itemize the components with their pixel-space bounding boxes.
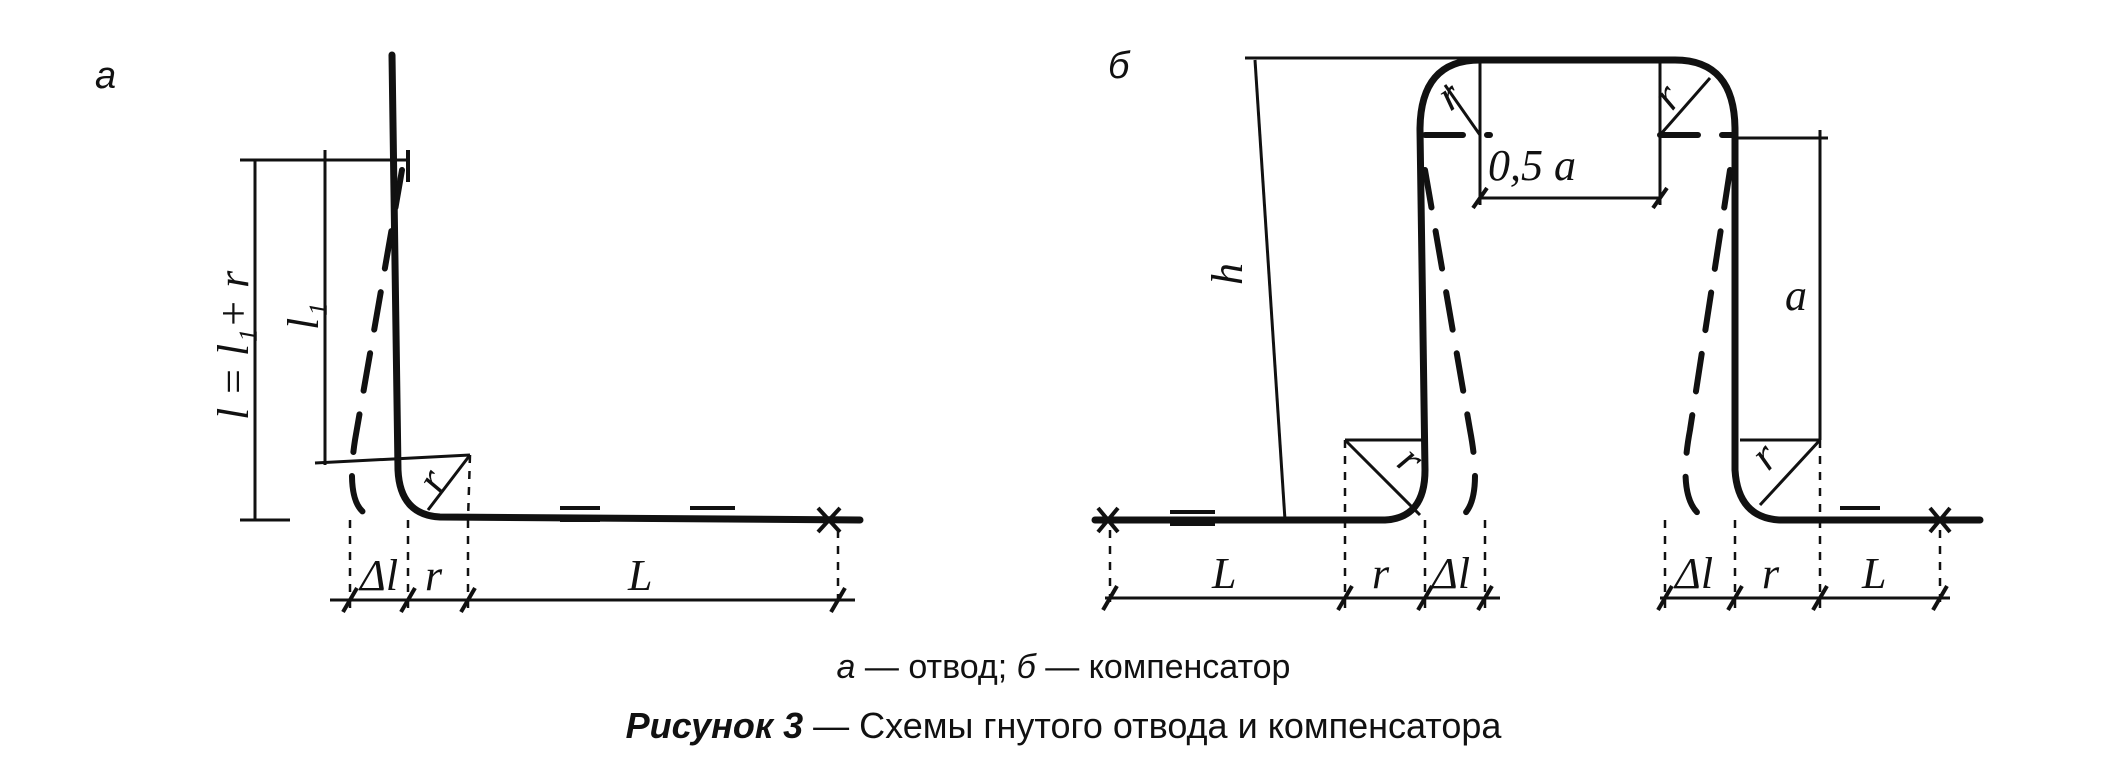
dim-tick	[1416, 584, 1434, 612]
panel-b-letter: б	[1108, 45, 1131, 87]
label-L: L	[627, 551, 652, 600]
label-half-a: 0,5 a	[1488, 141, 1576, 190]
dim-tick	[1656, 584, 1674, 612]
dim-tick	[459, 586, 477, 614]
dim-tick	[829, 586, 847, 614]
label-l1: l₁	[279, 302, 328, 330]
low-left-radius-line	[1343, 438, 1422, 517]
dim-tick	[1471, 186, 1489, 210]
dim-tick	[1336, 584, 1354, 612]
caption-title-text: — Схемы гнутого отвода и компенсатора	[803, 705, 1502, 746]
caption-figure-number: Рисунок 3	[625, 705, 804, 746]
dim-tick	[341, 586, 359, 614]
compensator-pipe	[1091, 56, 1984, 524]
dim-tick	[1931, 584, 1949, 612]
end-cross	[816, 506, 842, 534]
label-dl: Δl	[358, 551, 398, 600]
subcaption-b-letter: б	[1016, 648, 1036, 686]
label-dl-left: Δl	[1430, 549, 1470, 598]
panel-b-compensator: б h r r 0,5 a	[1091, 45, 1984, 612]
figure-caption: Рисунок 3 — Схемы гнутого отвода и компе…	[0, 705, 2127, 747]
label-a: a	[1785, 271, 1807, 320]
label-L-left: L	[1211, 549, 1236, 598]
dim-h-line	[1253, 59, 1287, 521]
label-L-right: L	[1861, 549, 1886, 598]
label-dl-right: Δl	[1673, 549, 1713, 598]
dim-tick	[1101, 584, 1119, 612]
dim-tick	[1476, 584, 1494, 612]
label-r-right: r	[1762, 549, 1780, 598]
label-r-left: r	[1372, 549, 1390, 598]
subcaption-a-letter: а	[836, 648, 856, 686]
top-right-radius-line	[1658, 77, 1712, 136]
dim-tick	[1651, 186, 1669, 210]
radius-ext	[466, 454, 472, 521]
dim-tick	[1811, 584, 1829, 612]
subcaption-a-text: — отвод;	[855, 648, 1017, 686]
end-cross	[1928, 506, 1952, 534]
label-l-eq: l = l₁+ r	[209, 270, 258, 420]
bend-dashed-initial	[348, 167, 405, 518]
label-r-top-left: r	[1428, 70, 1471, 120]
label-r-top-right: r	[1642, 73, 1691, 118]
bend-pipe	[388, 51, 864, 524]
dim-l1-bottom-ext	[314, 453, 471, 465]
figure-subcaption: а — отвод; б — компенсатор	[0, 648, 2127, 687]
panel-a-letter: а	[95, 55, 116, 97]
panel-a-bend: а l = l₁+ r l₁ r	[95, 51, 864, 614]
subcaption-b-text: — компенсатор	[1035, 648, 1291, 686]
dim-tick	[1726, 584, 1744, 612]
label-r-bottom: r	[425, 551, 443, 600]
top-left-radius-line	[1443, 84, 1482, 136]
compensator-dashed-right	[1682, 167, 1733, 523]
end-cross	[1096, 506, 1120, 534]
low-right-radius-line	[1758, 438, 1822, 507]
dim-tick	[399, 586, 417, 614]
radius-line	[426, 454, 472, 511]
compensator-dashed-left	[1422, 167, 1478, 523]
label-h: h	[1203, 263, 1252, 285]
